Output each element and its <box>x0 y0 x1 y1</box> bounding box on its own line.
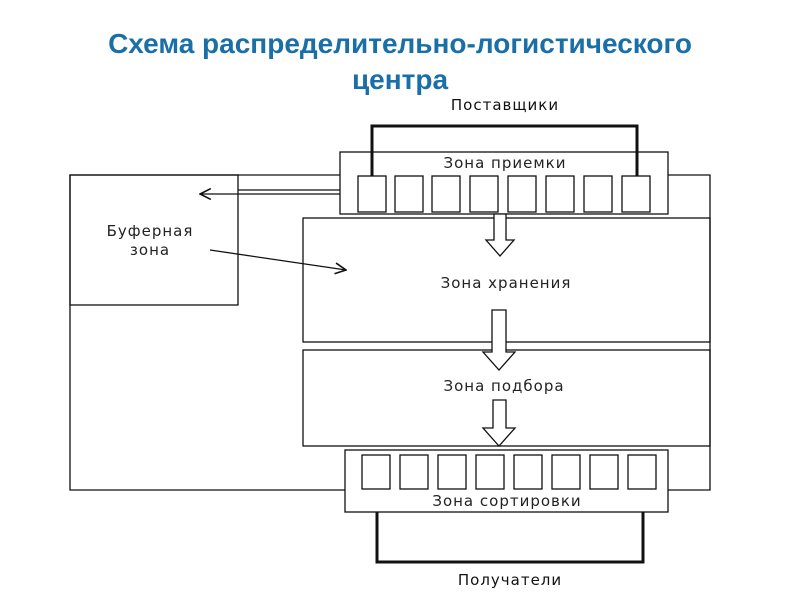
storage-zone-label: Зона хранения <box>441 274 572 292</box>
receiving-dock <box>394 175 424 213</box>
buffer-zone-box <box>69 174 239 306</box>
sorting-zone-label: Зона сортировки <box>432 492 581 510</box>
receiving-dock <box>507 175 537 213</box>
recipients-label: Получатели <box>458 571 562 589</box>
sorting-dock <box>399 454 429 490</box>
receiving-dock <box>431 175 461 213</box>
sorting-docks <box>361 454 657 490</box>
down-arrow-picking-to-sorting <box>481 399 517 447</box>
receiving-zone-label: Зона приемки <box>444 154 567 172</box>
sorting-zone-box <box>344 449 669 513</box>
sorting-dock <box>513 454 543 490</box>
receiving-dock <box>545 175 575 213</box>
suppliers-label: Поставщики <box>451 96 559 114</box>
receiving-dock <box>621 175 651 213</box>
sorting-dock <box>475 454 505 490</box>
arrow-buffer-to-storage <box>209 249 346 270</box>
down-arrow-receiving-to-storage <box>484 213 516 257</box>
down-arrow-storage-to-picking <box>481 309 517 371</box>
sorting-dock <box>627 454 657 490</box>
receiving-dock <box>583 175 613 213</box>
sorting-dock <box>361 454 391 490</box>
diagram-title-line-2: центра <box>351 64 449 95</box>
receiving-docks <box>357 175 651 213</box>
sorting-dock <box>551 454 581 490</box>
receiving-dock <box>469 175 499 213</box>
sorting-dock <box>589 454 619 490</box>
diagram-title-line-1: Схема распределительно-логистического <box>108 28 692 59</box>
sorting-dock <box>437 454 467 490</box>
outer-frame-right-line <box>668 174 711 491</box>
receiving-dock <box>357 175 387 213</box>
suppliers-connector <box>370 124 639 176</box>
buffer-zone-label-line-1: Буферная <box>107 222 194 240</box>
recipients-connector <box>375 512 645 564</box>
picking-zone-label: Зона подбора <box>443 377 564 395</box>
buffer-zone-label-line-2: зона <box>130 241 170 259</box>
